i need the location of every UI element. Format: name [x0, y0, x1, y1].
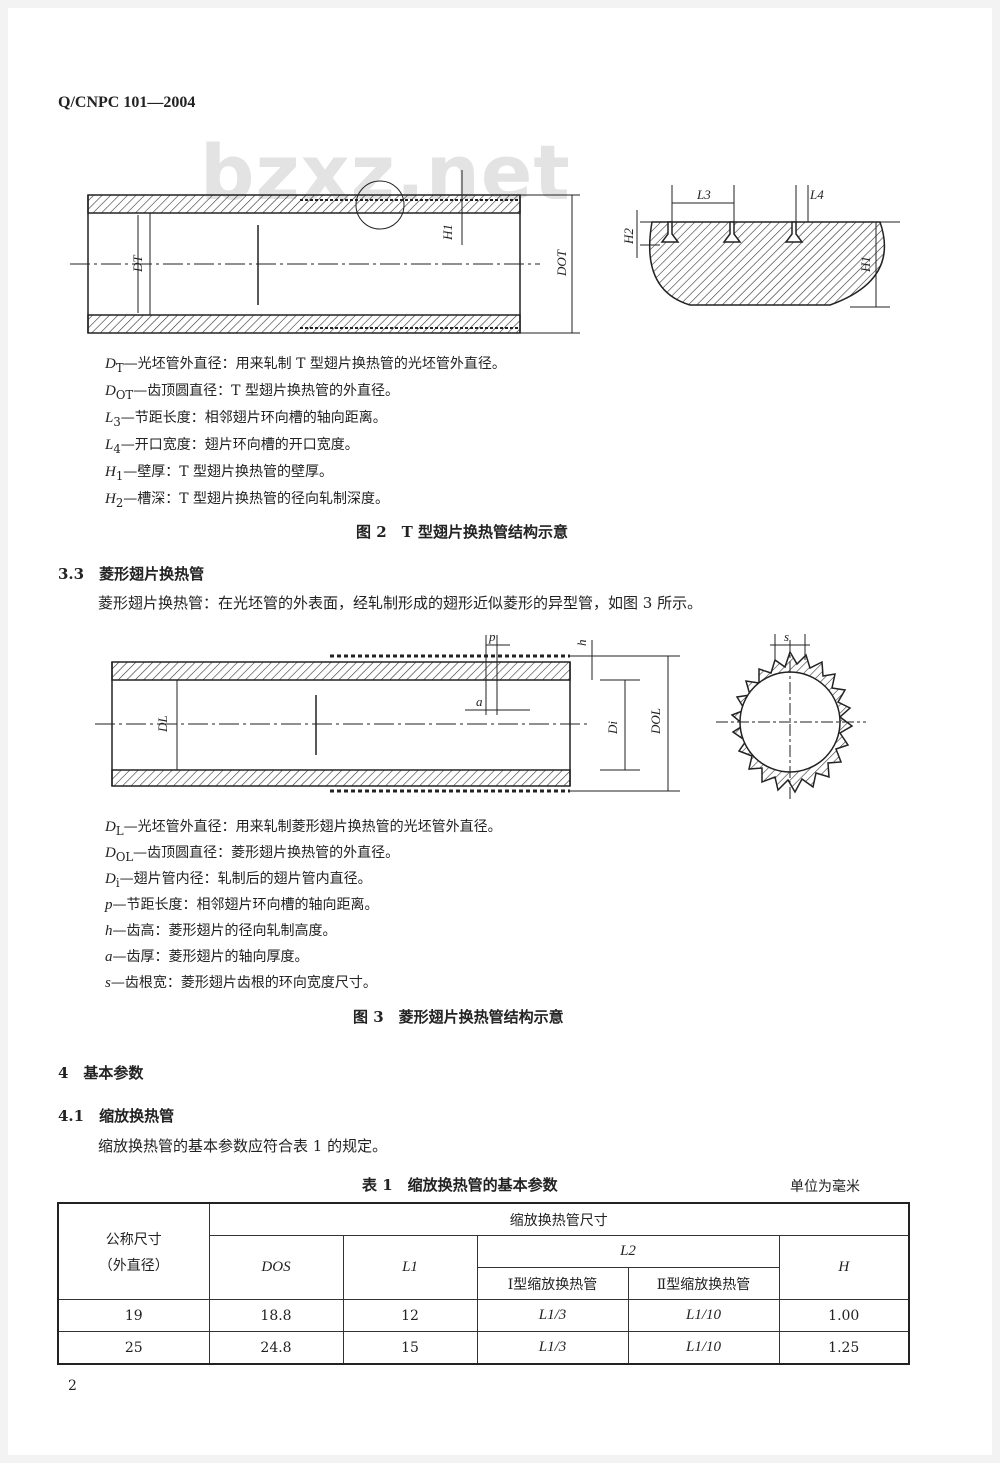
- header-type-1: Ⅰ型缩放换热管: [476, 1267, 629, 1300]
- label-h: h: [574, 640, 589, 647]
- label-dol: DOL: [648, 708, 663, 735]
- section-4-1-heading: 4.1 缩放换热管: [58, 1107, 175, 1125]
- table-cell: 18.8: [208, 1299, 344, 1332]
- header-dos: DOS: [208, 1235, 344, 1300]
- figure-3-diagram: p h a DL Di DOL s: [95, 629, 866, 800]
- label-h1: H1: [440, 224, 455, 241]
- header-l2: L2: [476, 1235, 780, 1268]
- header-nominal-size: 公称尺寸（外直径）: [57, 1202, 210, 1300]
- section-3-3-heading: 3.3 菱形翅片换热管: [58, 565, 205, 583]
- table-cell: 1.00: [778, 1299, 910, 1332]
- label-dl: DL: [155, 715, 170, 733]
- section-4-heading: 4 基本参数: [58, 1064, 144, 1082]
- figure-2-caption: 图 2 T 型翅片换热管结构示意: [356, 523, 569, 541]
- table-1: 公称尺寸（外直径） 缩放换热管尺寸 DOS L1 L2 H Ⅰ型缩放换热管 Ⅱ型…: [57, 1202, 910, 1365]
- definition-item: DT—光坯管外直径：用来轧制 T 型翅片换热管的光坯管外直径。: [105, 356, 506, 375]
- table-1-unit: 单位为毫米: [790, 1179, 860, 1195]
- table-header-row: DOS L1 L2 H: [58, 1235, 910, 1300]
- definition-item: DL—光坯管外直径：用来轧制菱形翅片换热管的光坯管外直径。: [105, 819, 502, 838]
- label-p: p: [488, 629, 496, 644]
- table-1-caption: 表 1 缩放换热管的基本参数: [362, 1176, 558, 1194]
- page-number: 2: [68, 1378, 77, 1394]
- table-cell: 25: [57, 1331, 210, 1365]
- table-cell: L1/10: [627, 1331, 780, 1365]
- label-dt: DT: [130, 255, 145, 273]
- header-h: H: [778, 1235, 910, 1300]
- header-type-2: Ⅱ型缩放换热管: [627, 1267, 780, 1300]
- label-h1-detail: H1: [858, 256, 873, 273]
- table-cell: 15: [342, 1331, 478, 1365]
- table-header-row: 公称尺寸（外直径） 缩放换热管尺寸: [57, 1202, 910, 1300]
- table-row: 19 18.8 12 L1/3 L1/10 1.00: [57, 1299, 910, 1332]
- definition-item: p—节距长度：相邻翅片环向槽的轴向距离。: [105, 897, 379, 913]
- label-h2: H2: [621, 228, 636, 245]
- table-row: 25 24.8 15 L1/3 L1/10 1.25: [57, 1331, 910, 1365]
- definition-item: L4—开口宽度：翅片环向槽的开口宽度。: [105, 437, 359, 456]
- table-cell: 19: [57, 1299, 210, 1332]
- figure-2-diagram: H1 DT DOT L3 L4 H2 H1: [70, 170, 900, 334]
- label-a: a: [476, 694, 483, 709]
- header-l1: L1: [342, 1235, 478, 1300]
- definition-item: DOL—齿顶圆直径：菱形翅片换热管的外直径。: [105, 845, 400, 864]
- document-header: Q/CNPC 101—2004: [58, 94, 196, 111]
- section-3-3-paragraph: 菱形翅片换热管：在光坯管的外表面，经轧制形成的翅形近似菱形的异型管，如图 3 所…: [98, 594, 703, 612]
- definition-item: a—齿厚：菱形翅片的轴向厚度。: [105, 949, 309, 965]
- table-cell: L1/3: [476, 1299, 629, 1332]
- table-header-row: Ⅰ型缩放换热管 Ⅱ型缩放换热管: [58, 1267, 909, 1300]
- definition-item: s—齿根宽：菱形翅片齿根的环向宽度尺寸。: [105, 975, 377, 991]
- figure-3-caption: 图 3 菱形翅片换热管结构示意: [353, 1008, 564, 1026]
- table-cell: 24.8: [208, 1331, 344, 1365]
- label-dot: DOT: [554, 249, 569, 277]
- table-cell: L1/3: [476, 1331, 629, 1365]
- definition-item: L3—节距长度：相邻翅片环向槽的轴向距离。: [105, 410, 387, 429]
- label-l3: L3: [696, 187, 711, 202]
- table-cell: L1/10: [627, 1299, 780, 1332]
- definition-item: h—齿高：菱形翅片的径向轧制高度。: [105, 923, 337, 939]
- definition-item: Di—翅片管内径：轧制后的翅片管内直径。: [105, 871, 372, 890]
- definition-item: H2—槽深：T 型翅片换热管的径向轧制深度。: [105, 491, 390, 510]
- label-l4: L4: [809, 187, 824, 202]
- table-cell: 1.25: [778, 1331, 910, 1365]
- table-cell: 12: [342, 1299, 478, 1332]
- section-4-1-paragraph: 缩放换热管的基本参数应符合表 1 的规定。: [98, 1137, 388, 1155]
- label-s: s: [784, 629, 789, 644]
- label-di: Di: [605, 721, 620, 735]
- definition-item: H1—壁厚：T 型翅片换热管的壁厚。: [105, 464, 334, 483]
- header-group: 缩放换热管尺寸: [208, 1202, 910, 1236]
- definition-item: DOT—齿顶圆直径：T 型翅片换热管的外直径。: [105, 383, 399, 402]
